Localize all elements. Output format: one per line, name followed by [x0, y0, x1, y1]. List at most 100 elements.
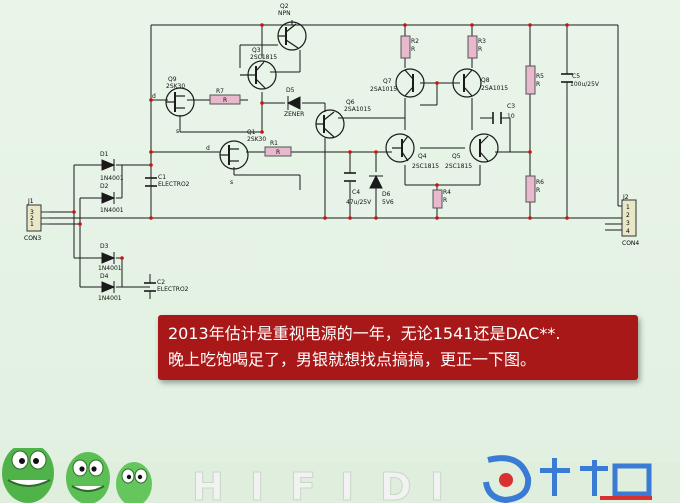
transistor-q5 [469, 133, 499, 163]
transistor-q4 [385, 133, 415, 163]
wires [49, 20, 622, 288]
d3-ref: D3 [100, 243, 109, 250]
c1-value: ELECTRO2 [158, 181, 190, 188]
r2-value: R [411, 46, 415, 53]
q7-part: 2SA1015 [370, 86, 397, 93]
c2-ref: C2 [157, 279, 165, 286]
j1-part: CON3 [24, 235, 41, 242]
transistor-q8 [452, 68, 482, 98]
j2-pin-2: 2 [626, 212, 630, 219]
crocodile-mascot-icon [2, 448, 152, 503]
r5-ref: R5 [536, 73, 544, 80]
d2-ref: D2 [100, 183, 109, 190]
resistor-r6 [525, 175, 536, 203]
q5-part: 2SC1815 [445, 163, 472, 170]
q2-ref: Q2 [280, 3, 289, 10]
r3-value: R [478, 46, 482, 53]
c1-ref: C1 [158, 174, 166, 181]
connector-j2: J2 1 2 3 4 CON4 [621, 194, 639, 247]
j2-part: CON4 [622, 240, 639, 247]
capacitors [144, 73, 573, 299]
r6-ref: R6 [536, 179, 544, 186]
brand-letter-d: D [380, 465, 412, 503]
diode-d4 [101, 281, 116, 293]
j1-pin-3: 3 [30, 209, 34, 216]
zener-d6 [369, 174, 383, 189]
q9-source-label: s [176, 128, 179, 135]
jfet-q9 [165, 87, 195, 117]
q8-ref: Q8 [481, 77, 490, 84]
resistor-r2 [400, 35, 411, 59]
transistor-q3 [240, 60, 277, 90]
brand-text: H I F I D I [192, 465, 445, 503]
c5-ref: C5 [572, 73, 580, 80]
d5-part: ZENER [284, 111, 304, 118]
rectifier-diodes [101, 159, 116, 293]
r3-ref: R3 [478, 38, 486, 45]
r4-value: R [443, 197, 447, 204]
d2-part: 1N4001 [100, 207, 124, 214]
transistor-q7 [395, 68, 425, 98]
brand-letter-i1: I [250, 465, 264, 503]
caption-box: 2013年估计是重视电源的一年，无论1541还是DAC**. 晚上吃饱喝足了，男… [158, 315, 638, 380]
j2-pin-4: 4 [626, 228, 630, 235]
diode-d1 [101, 159, 116, 171]
resistor-r7 [209, 94, 241, 105]
transistors [165, 21, 499, 170]
r7-ref: R7 [216, 88, 224, 95]
brand-letter-h: H [192, 465, 224, 503]
c5-value: 100u/25V [570, 81, 600, 88]
d3-part: 1N4001 [98, 265, 122, 272]
brand-letter-i2: I [340, 465, 354, 503]
circuit-schematic: J1 3 2 1 CON3 J2 1 2 3 4 CON4 D1 1N4001 … [24, 3, 639, 302]
q6-ref: Q6 [346, 99, 355, 106]
j2-ref: J2 [622, 194, 629, 201]
brand-letter-f: F [290, 465, 316, 503]
j1-pin-1: 1 [30, 221, 34, 228]
c4-value: 47u/25V [346, 199, 372, 206]
c4-ref: C4 [352, 189, 360, 196]
q9-part: 2SK30 [166, 83, 185, 90]
c2-value: ELECTRO2 [157, 286, 189, 293]
q6-part: 2SA1015 [344, 106, 371, 113]
resistors [209, 35, 536, 209]
q1-source-label: s [230, 179, 233, 186]
d1-ref: D1 [100, 151, 109, 158]
d6-ref: D6 [382, 191, 391, 198]
q1-drain-label: d [206, 145, 210, 152]
q7-ref: Q7 [383, 78, 392, 85]
d4-ref: D4 [100, 273, 109, 280]
resistor-r1 [264, 146, 292, 157]
r5-value: R [536, 81, 540, 88]
q5-ref: Q5 [452, 153, 461, 160]
r1-value: R [276, 149, 280, 156]
caption-line-1: 2013年估计是重视电源的一年，无论1541还是DAC**. [168, 324, 561, 343]
junction-nodes [72, 23, 569, 260]
j1-ref: J1 [27, 198, 34, 205]
r1-ref: R1 [270, 140, 278, 147]
j2-pin-1: 1 [626, 204, 630, 211]
q1-part: 2SK30 [247, 136, 266, 143]
q9-ref: Q9 [168, 76, 177, 83]
q9-drain-label: d [152, 93, 156, 100]
j2-pin-3: 3 [626, 220, 630, 227]
q4-ref: Q4 [418, 153, 427, 160]
transistor-q6 [315, 109, 345, 139]
resistor-r5 [525, 65, 536, 95]
diode-d3 [101, 252, 116, 264]
d4-part: 1N4001 [98, 295, 122, 302]
r4-ref: R4 [443, 189, 451, 196]
q3-ref: Q3 [252, 47, 261, 54]
brand-banner: H I F I D I [0, 448, 680, 503]
transistor-q2 [277, 21, 307, 51]
q1-ref: Q1 [247, 129, 256, 136]
q8-part: 2SA1015 [481, 85, 508, 92]
jfet-q1 [219, 140, 249, 170]
r6-value: R [536, 187, 540, 194]
caption-line-2: 晚上吃饱喝足了，男银就想找点搞搞，更正一下图。 [168, 350, 537, 369]
d5-ref: D5 [286, 87, 295, 94]
resistor-r3 [467, 35, 478, 59]
diode-d2 [101, 192, 116, 204]
zener-diodes [286, 96, 383, 189]
